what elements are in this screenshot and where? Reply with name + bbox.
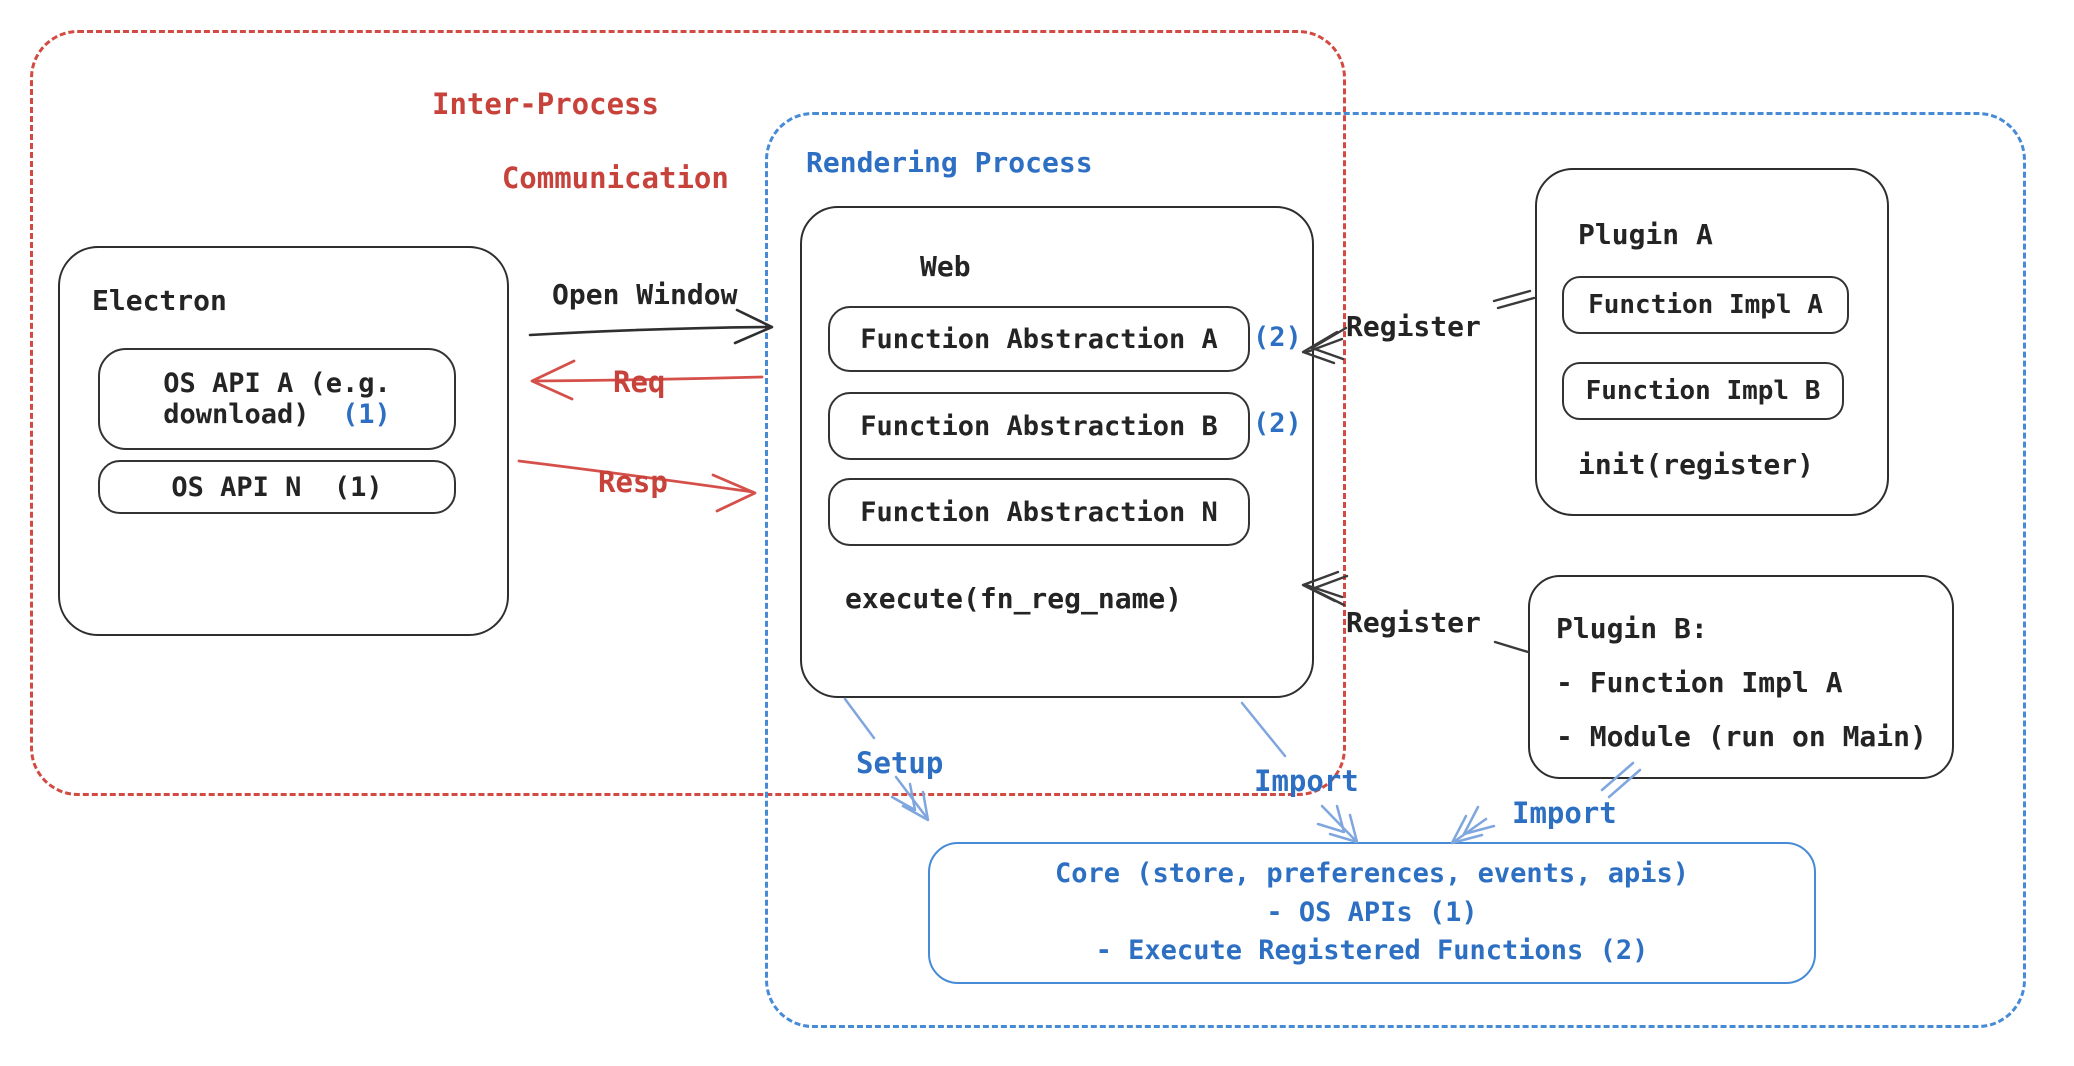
os-api-n-box: OS API N (1) — [98, 460, 456, 514]
function-abstraction-b-label: Function Abstraction B — [860, 410, 1218, 442]
rendering-process-title: Rendering Process — [806, 146, 1093, 179]
rendering-process-boundary — [765, 112, 2026, 1028]
core-box: Core (store, preferences, events, apis) … — [928, 842, 1816, 984]
function-impl-a-label: Function Impl A — [1588, 290, 1823, 320]
ipc-title-line1: Inter-Process — [432, 87, 659, 121]
function-impl-a-box: Function Impl A — [1562, 276, 1849, 334]
req-label: Req — [613, 365, 666, 399]
init-register-label: init(register) — [1578, 448, 1815, 481]
register-top-label: Register — [1346, 310, 1481, 343]
import-right-label: Import — [1512, 796, 1617, 830]
ipc-boundary — [30, 30, 1346, 796]
function-abstraction-n-box: Function Abstraction N — [828, 478, 1250, 546]
execute-call-label: execute(fn_reg_name) — [845, 582, 1183, 615]
function-abstraction-b-badge: (2) — [1253, 408, 1302, 439]
resp-label: Resp — [598, 465, 668, 499]
core-line-1: Core (store, preferences, events, apis) — [1055, 858, 1689, 890]
plugin-b-item-function-impl-a: - Function Impl A — [1556, 666, 1843, 699]
function-impl-b-box: Function Impl B — [1562, 362, 1844, 420]
function-abstraction-b-box: Function Abstraction B — [828, 392, 1250, 460]
plugin-a-box — [1535, 168, 1889, 516]
function-abstraction-n-label: Function Abstraction N — [860, 496, 1218, 528]
function-impl-b-label: Function Impl B — [1585, 376, 1821, 406]
ipc-title: Inter-Process Communication — [432, 86, 729, 234]
os-api-n-label: OS API N — [171, 471, 302, 503]
web-title: Web — [920, 250, 971, 283]
setup-label: Setup — [856, 746, 944, 780]
open-window-label: Open Window — [552, 278, 738, 311]
function-abstraction-a-box: Function Abstraction A — [828, 306, 1250, 372]
electron-title: Electron — [92, 284, 227, 317]
os-api-a-label-line1: OS API A (e.g. — [163, 368, 391, 399]
os-api-a-box: OS API A (e.g. download) (1) — [98, 348, 456, 450]
core-line-2: - OS APIs (1) — [1266, 896, 1478, 928]
os-api-a-badge: (1) — [342, 399, 391, 430]
os-api-a-label-line2: download) (1) — [163, 399, 391, 430]
core-line-3: - Execute Registered Functions (2) — [1095, 935, 1649, 967]
register-bottom-label: Register — [1346, 606, 1481, 639]
plugin-b-box — [1528, 575, 1954, 779]
plugin-b-item-module: - Module (run on Main) — [1556, 720, 1927, 753]
plugin-b-title: Plugin B: — [1556, 612, 1708, 645]
function-abstraction-a-badge: (2) — [1253, 322, 1302, 353]
import-mid-label: Import — [1254, 764, 1359, 798]
plugin-a-title: Plugin A — [1578, 218, 1713, 251]
function-abstraction-a-label: Function Abstraction A — [860, 323, 1218, 355]
os-api-a-label-line2-text: download) — [163, 399, 310, 430]
ipc-title-line2: Communication — [501, 161, 729, 195]
os-api-n-badge: (1) — [333, 471, 383, 503]
